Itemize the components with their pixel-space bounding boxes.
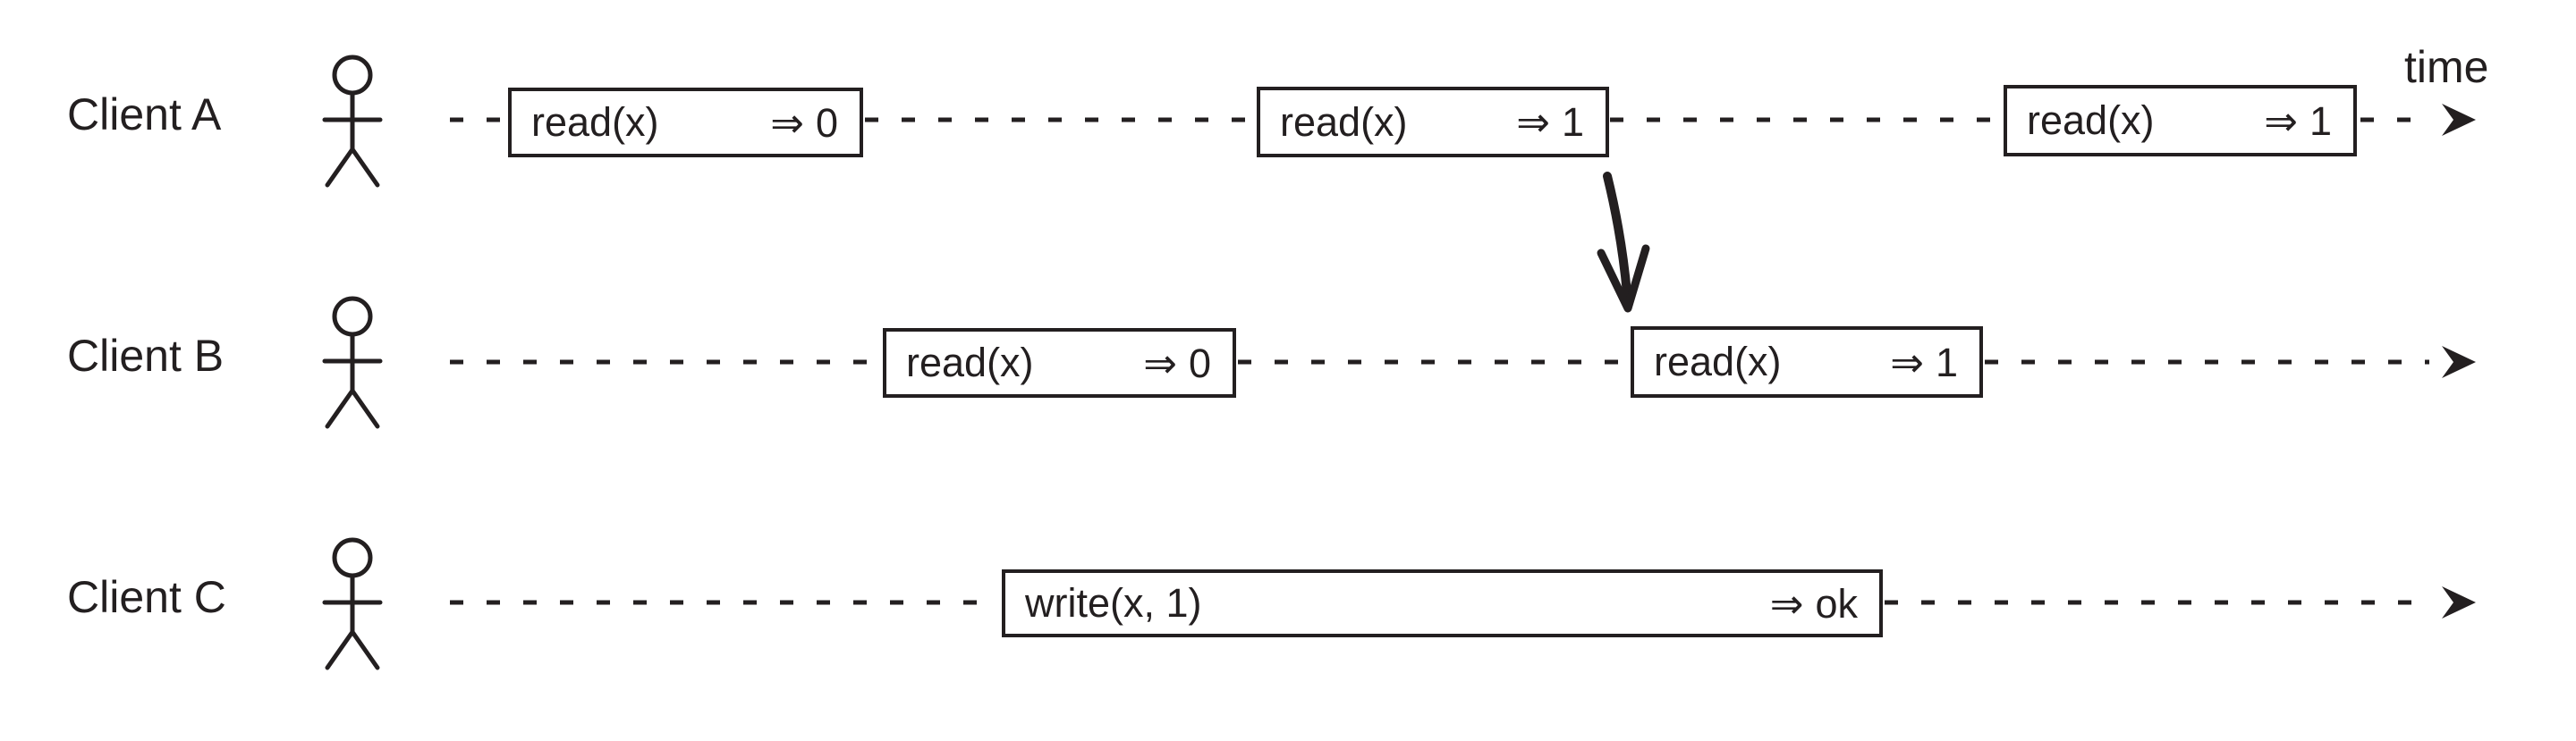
row-label-client-b: Client B	[67, 331, 225, 381]
operation-call: read(x)	[2027, 97, 2155, 143]
result-value: 1	[2309, 97, 2332, 144]
result-value: 1	[1561, 99, 1584, 145]
implies-arrow-icon: ⇒	[1890, 339, 1924, 385]
stick-figure-client-b-icon	[325, 299, 380, 426]
result-value: 0	[1188, 340, 1211, 386]
operation-result: ⇒0	[1143, 340, 1211, 387]
implies-arrow-icon: ⇒	[2264, 97, 2298, 144]
operation-result: ⇒1	[2264, 97, 2332, 145]
operation-result: ⇒ok	[1770, 580, 1858, 627]
operation-result: ⇒0	[770, 99, 838, 147]
result-value: ok	[1815, 580, 1858, 627]
operation-call: write(x, 1)	[1025, 580, 1202, 626]
implies-arrow-icon: ⇒	[1516, 99, 1550, 145]
operation-call: read(x)	[531, 99, 659, 145]
implies-arrow-icon: ⇒	[1769, 580, 1804, 627]
operation-box-b-read1: read(x) ⇒0	[883, 328, 1236, 398]
operation-box-a-read2: read(x) ⇒1	[1257, 87, 1609, 157]
result-value: 1	[1935, 339, 1958, 385]
timeline-arrowhead-icon	[2442, 346, 2476, 378]
operation-result: ⇒1	[1890, 339, 1958, 386]
operation-result: ⇒1	[1516, 98, 1584, 146]
operation-call: read(x)	[906, 340, 1034, 385]
implies-arrow-icon: ⇒	[1143, 340, 1177, 386]
result-value: 0	[815, 99, 838, 146]
timeline-arrowhead-icon	[2442, 104, 2476, 136]
causality-arrow-icon	[1597, 172, 1650, 313]
operation-box-a-read3: read(x) ⇒1	[2004, 85, 2357, 156]
operation-call: read(x)	[1654, 339, 1782, 384]
stick-figure-client-a-icon	[325, 57, 380, 185]
operation-box-c-write: write(x, 1) ⇒ok	[1002, 569, 1883, 637]
operation-call: read(x)	[1280, 98, 1408, 145]
timeline-arrowhead-icon	[2442, 586, 2476, 619]
stick-figure-client-c-icon	[325, 540, 380, 668]
time-axis-label: time	[2404, 42, 2489, 92]
row-label-client-a: Client A	[67, 89, 222, 139]
operation-box-a-read1: read(x) ⇒0	[508, 88, 863, 157]
row-label-client-c: Client C	[67, 572, 226, 622]
implies-arrow-icon: ⇒	[770, 99, 804, 146]
operation-box-b-read2: read(x) ⇒1	[1631, 326, 1983, 398]
